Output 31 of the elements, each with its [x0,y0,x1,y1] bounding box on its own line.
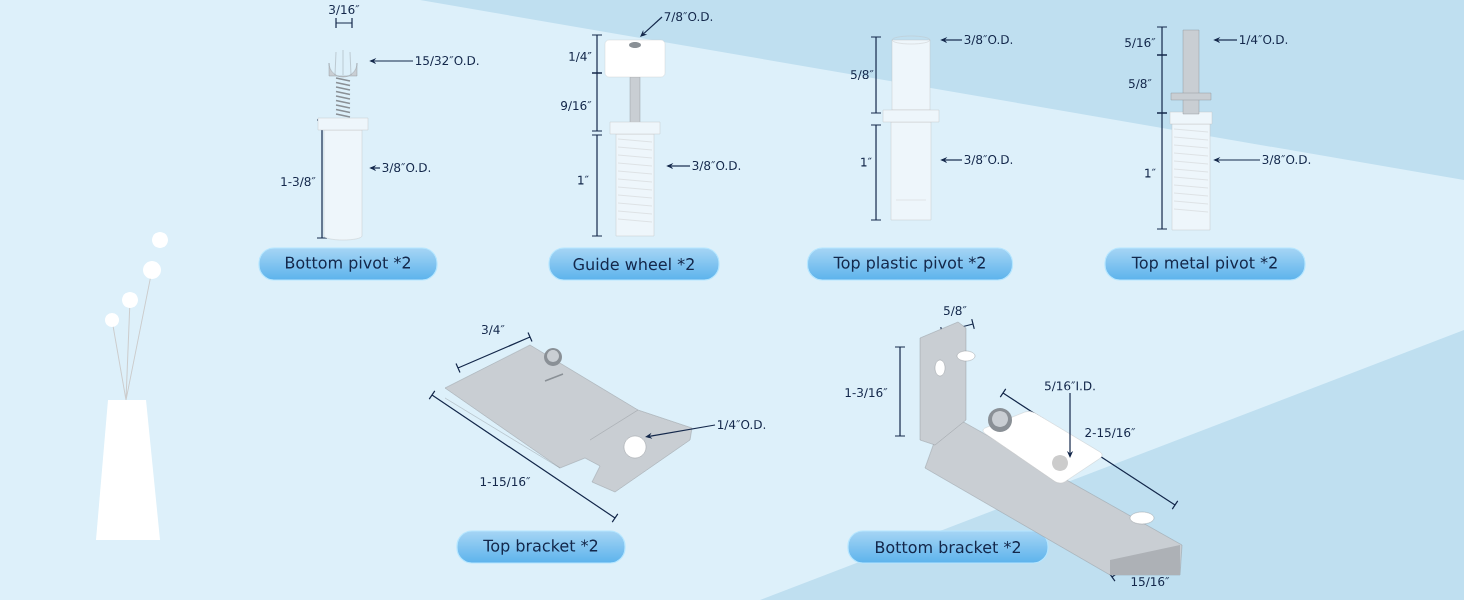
dimension-label: 3/8″O.D. [964,35,1013,45]
part-label: Top bracket *2 [456,530,626,564]
dimension-label: 1″ [1145,168,1156,178]
dimension-label: 1-15/16″ [480,477,531,487]
dimension-label: 7/8″O.D. [664,12,713,22]
dimension-label: 5/8″ [1129,79,1152,89]
part-label: Bottom pivot *2 [258,247,438,281]
dimension-label: 1/4″O.D. [1240,35,1288,45]
part-label: Top metal pivot *2 [1104,247,1306,281]
dimension-label: 1″ [861,157,872,167]
part-label: Top plastic pivot *2 [806,247,1014,281]
bracket-drawing [444,344,693,493]
dimension-label: 3/8″O.D. [382,163,431,173]
pivot-drawing [882,35,940,221]
dimension-label: 3/8″O.D. [692,161,741,171]
dimension-label: 2-15/16″ [1085,428,1136,438]
dimension-label: 3/8″O.D. [1262,155,1311,165]
pivot-drawing [317,49,369,241]
pivot-drawing [1169,29,1213,231]
leader-line [645,424,716,439]
dimension-label: 5/8″ [944,306,967,316]
dimension-label: 5/16″I.D. [1045,381,1095,392]
part-label: Guide wheel *2 [548,247,720,281]
part-label: Bottom bracket *2 [847,530,1049,564]
dimension-label: 1/4″O.D. [718,420,766,430]
dimension-label: 15/32″O.D. [416,56,479,66]
leader-line [640,16,663,37]
guide-wheel-drawing [604,39,666,237]
dimension-label: 3/8″O.D. [964,155,1013,165]
dimension-label: 1″ [578,175,589,185]
dimension-label: 9/16″ [561,101,592,111]
